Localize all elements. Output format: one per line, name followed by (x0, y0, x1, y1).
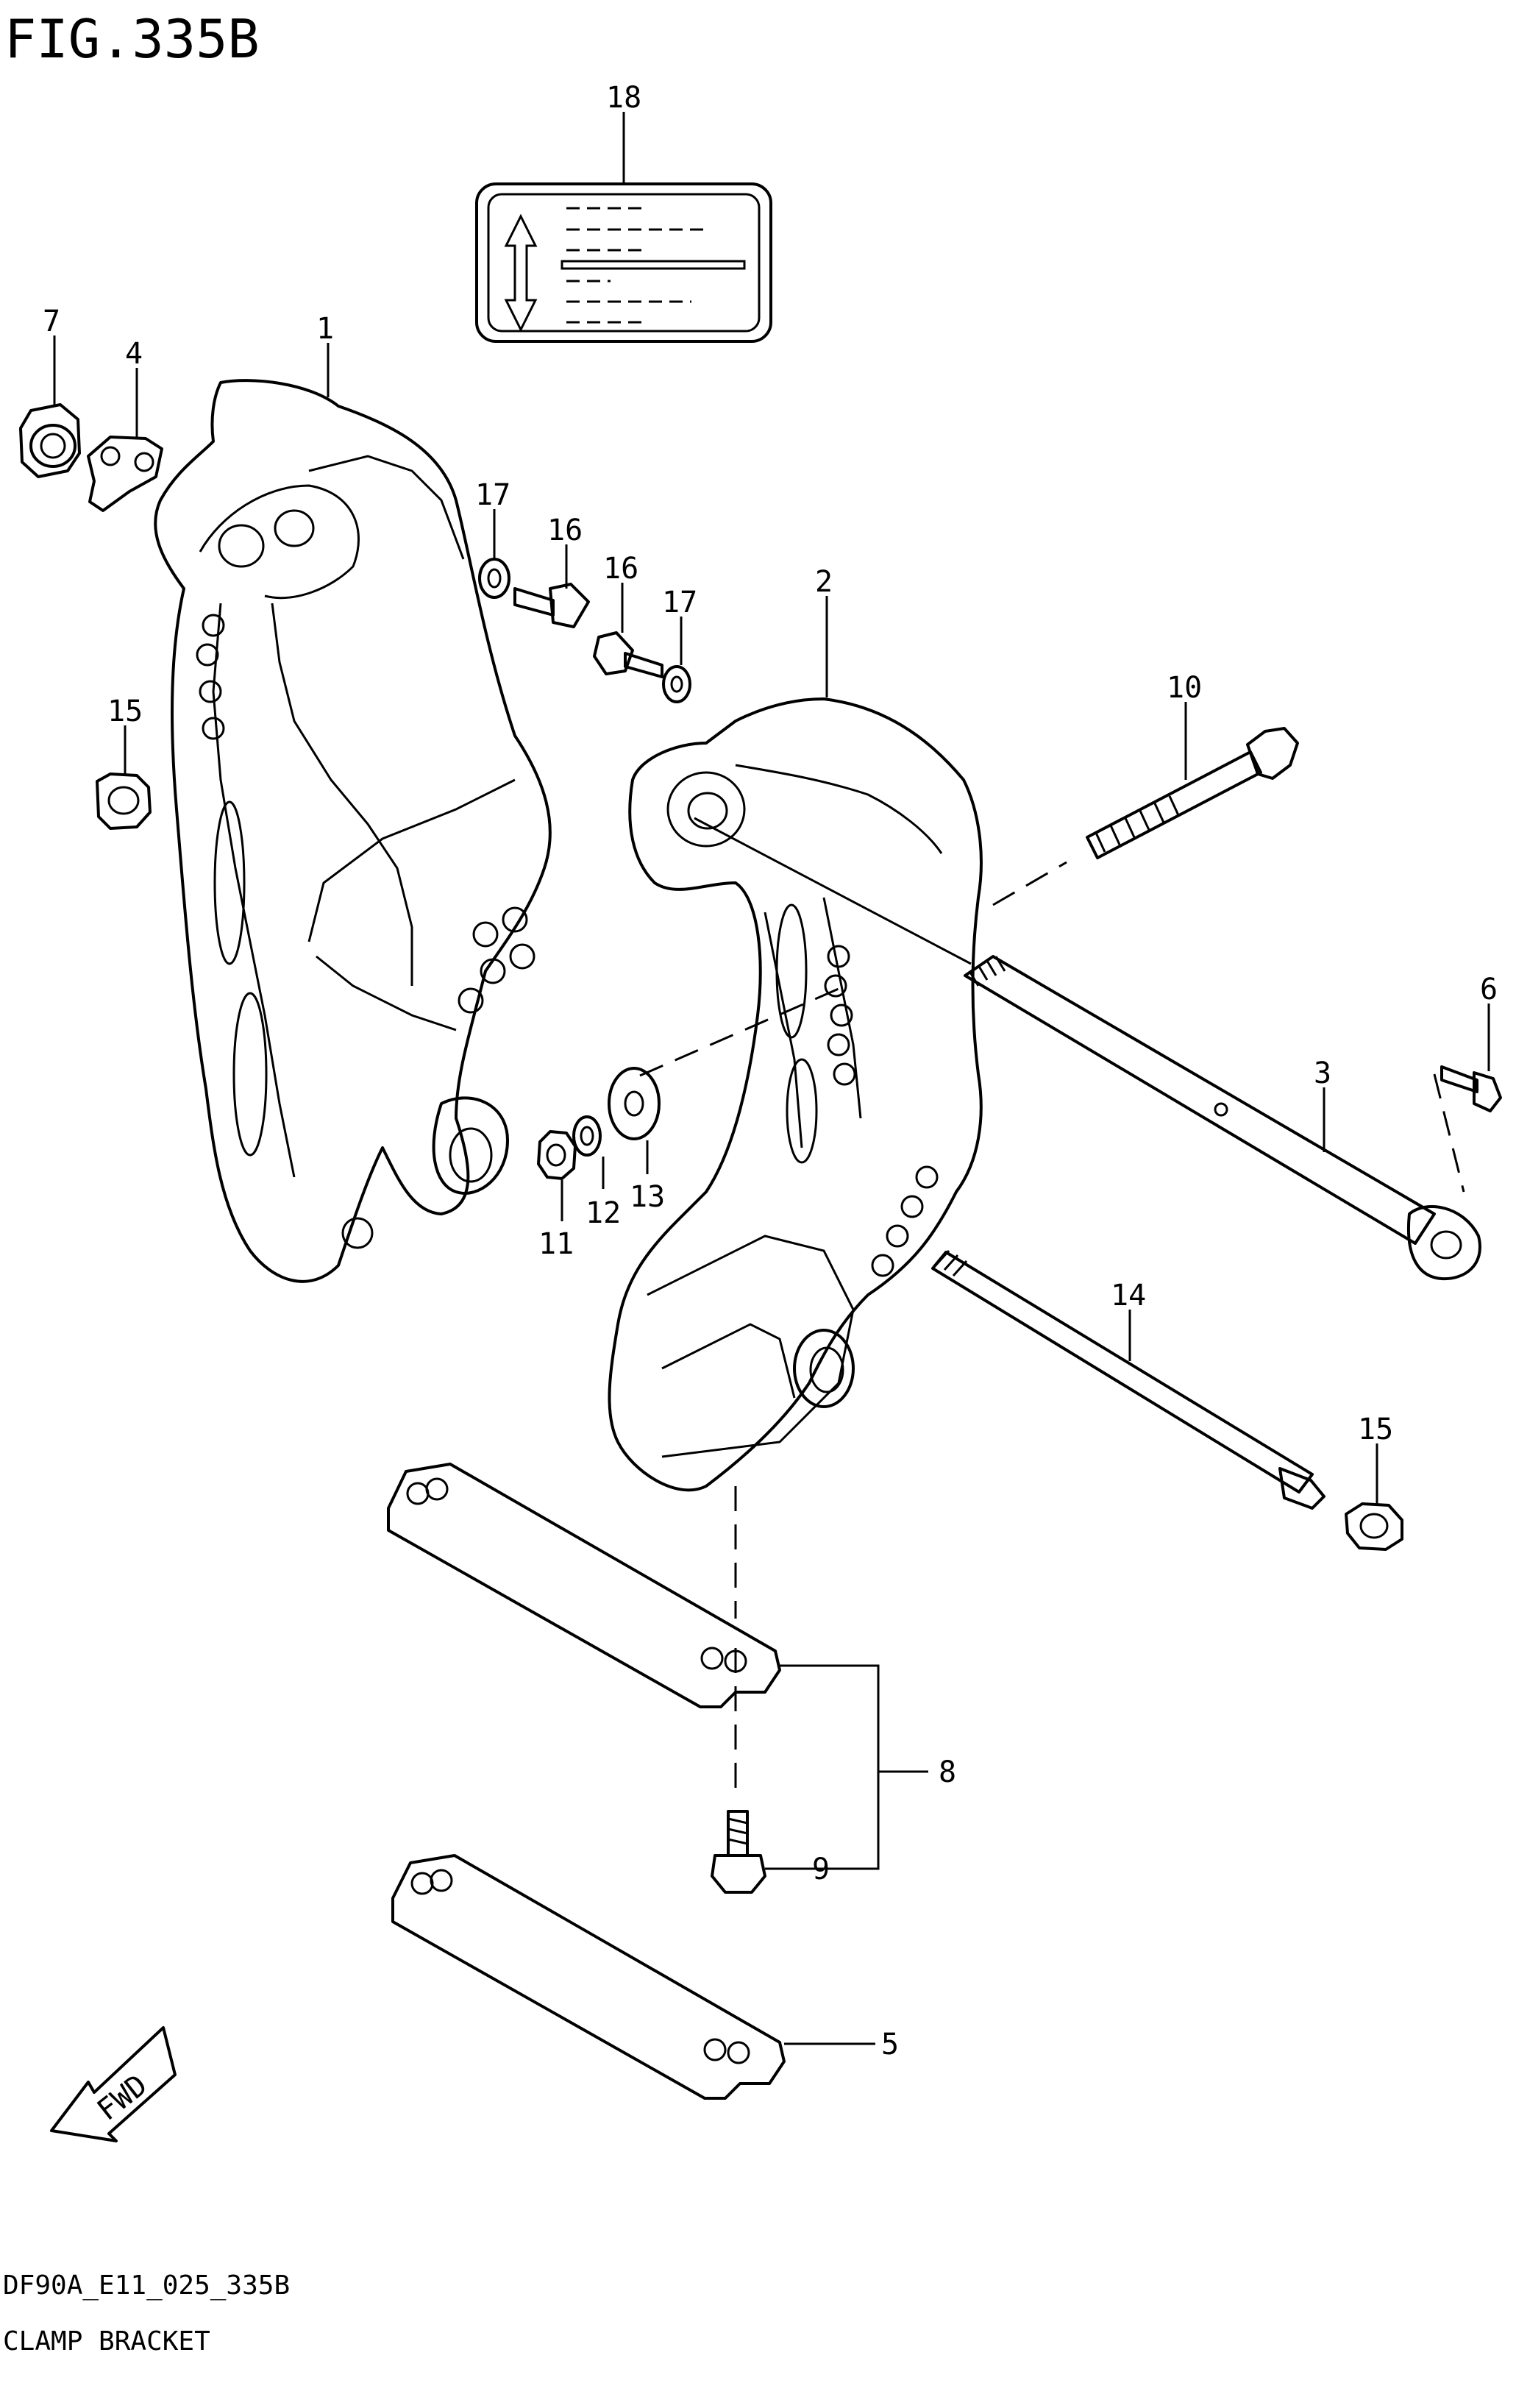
callout-17-upper: 17 (475, 478, 510, 512)
callout-16-lower: 16 (603, 552, 638, 586)
fwd-label: FWD (91, 2068, 154, 2128)
part-7-nut (19, 403, 81, 478)
callout-16-upper: 16 (547, 514, 583, 547)
callout-7: 7 (43, 305, 60, 338)
part-8-plate (387, 1463, 781, 1708)
part-1-clamp-bracket-left (154, 379, 552, 1283)
callout-13: 13 (630, 1180, 665, 1214)
part-4-plate (87, 436, 163, 512)
part-16-bolt-lower (593, 631, 663, 678)
part-18-label-plate (475, 182, 772, 343)
part-16-bolt-upper (513, 583, 590, 628)
part-14-rod (931, 1249, 1325, 1510)
callout-15-lower: 15 (1358, 1413, 1393, 1446)
callout-6: 6 (1480, 973, 1498, 1006)
part-17-washer-upper (478, 558, 510, 599)
part-3-tilt-tube (964, 955, 1481, 1281)
callout-4: 4 (125, 337, 143, 371)
fwd-arrow-icon: FWD (50, 2026, 177, 2142)
callout-15-upper: 15 (107, 695, 143, 728)
centerline-bolt-10 (992, 861, 1067, 906)
centerline-bolt-6 (1433, 1073, 1465, 1193)
part-9-bolt (711, 1810, 766, 1894)
callout-18: 18 (606, 81, 641, 115)
figure-number: FIG.335B (4, 8, 260, 70)
part-17-washer-lower (662, 665, 691, 703)
part-6-bolt (1440, 1065, 1502, 1112)
part-15-nut-lower (1345, 1502, 1403, 1551)
callout-2: 2 (815, 565, 833, 599)
part-15-nut-upper (96, 773, 152, 830)
callout-17-lower: 17 (662, 586, 697, 619)
part-2-clamp-bracket-right (608, 697, 983, 1492)
part-10-long-bolt (1086, 727, 1299, 859)
callout-3: 3 (1314, 1056, 1331, 1090)
part-13-washer (608, 1067, 661, 1140)
figure-name: CLAMP BRACKET (3, 2326, 210, 2356)
callout-14: 14 (1111, 1279, 1146, 1313)
part-12-washer (572, 1115, 602, 1157)
centerline-tube-axis (694, 817, 972, 965)
callout-5: 5 (881, 2028, 899, 2061)
callout-1: 1 (316, 312, 334, 346)
part-5-plate (391, 1854, 786, 2100)
part-11-nut (537, 1130, 577, 1180)
callout-9: 9 (812, 1853, 830, 1886)
callout-10: 10 (1167, 671, 1202, 705)
callout-12: 12 (586, 1196, 621, 1230)
centerline-washers (639, 987, 839, 1077)
figure-code: DF90A_E11_025_335B (3, 2270, 290, 2301)
callout-8: 8 (939, 1755, 956, 1789)
callout-11: 11 (538, 1227, 574, 1261)
